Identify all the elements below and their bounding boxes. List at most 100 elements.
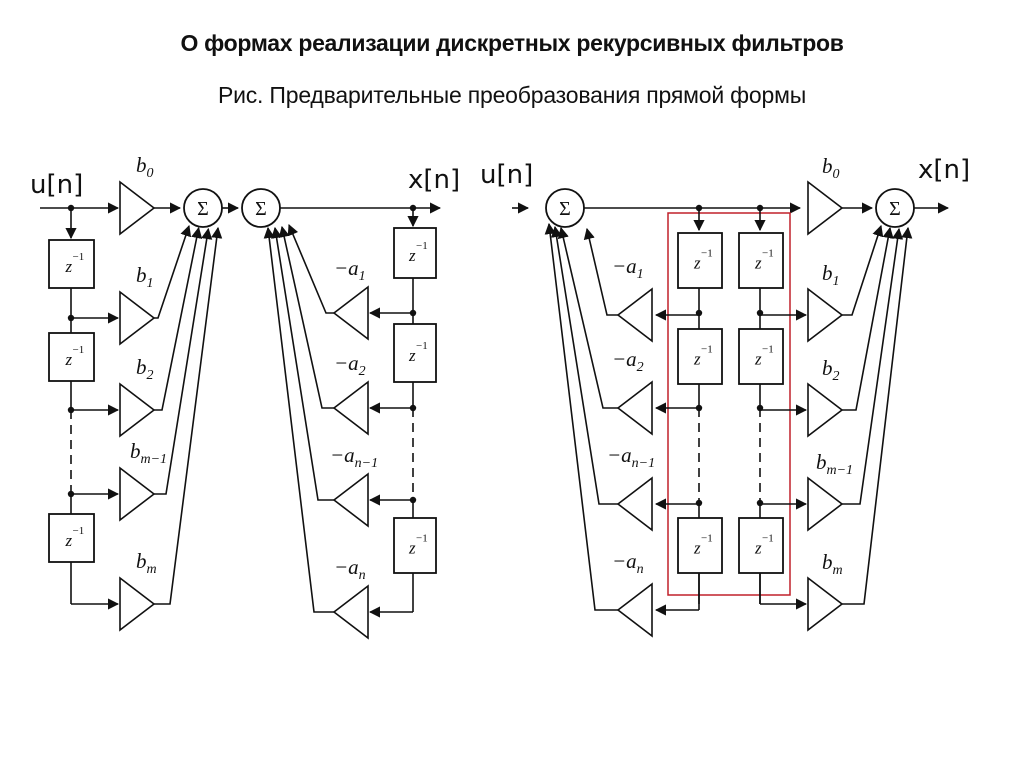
feedforward-sum-wire bbox=[154, 226, 203, 411]
delay-exponent: −1 bbox=[416, 240, 428, 252]
delay-block: z−1 bbox=[738, 517, 784, 574]
feedforward-gain-label: bm bbox=[136, 549, 157, 577]
feedback-gain-label: −a2 bbox=[334, 351, 366, 379]
delay-exponent: −1 bbox=[762, 533, 774, 545]
delay-box bbox=[738, 232, 784, 289]
summer-circle bbox=[241, 188, 281, 228]
gain-amplifier bbox=[119, 466, 156, 522]
delay-box bbox=[393, 323, 437, 383]
delay-box bbox=[48, 332, 95, 382]
feedforward-gain-label: b0 bbox=[822, 154, 840, 182]
summer-node: Σ bbox=[183, 188, 223, 228]
feedforward-sum-wire bbox=[154, 227, 213, 495]
delay-block: z−1 bbox=[738, 232, 784, 289]
delay-block: z−1 bbox=[393, 323, 437, 383]
delay-box bbox=[677, 232, 723, 289]
delay-label: z bbox=[408, 246, 416, 265]
delay-box bbox=[677, 517, 723, 574]
gain-amplifier bbox=[332, 584, 369, 640]
delay-label: z bbox=[693, 254, 701, 273]
gain-amplifier bbox=[332, 285, 369, 341]
summer-node: Σ bbox=[545, 188, 585, 228]
slide-title: О формах реализации дискретных рекурсивн… bbox=[180, 30, 844, 56]
feedback-gain-label: −a2 bbox=[612, 347, 644, 375]
sigma-symbol: Σ bbox=[255, 198, 267, 220]
gain-amplifier bbox=[807, 576, 844, 632]
feedforward-sum-wire bbox=[842, 227, 904, 505]
sigma-symbol: Σ bbox=[889, 198, 901, 220]
feedforward-sum-wire bbox=[842, 226, 913, 605]
feedforward-gain-label: bm−1 bbox=[130, 439, 167, 467]
feedforward-sum-wire bbox=[842, 224, 884, 316]
gain-amplifier bbox=[807, 476, 844, 532]
summer-circle bbox=[545, 188, 585, 228]
delay-label: z bbox=[693, 350, 701, 369]
output-signal-label: x[n] bbox=[918, 155, 970, 185]
delay-box bbox=[677, 328, 723, 385]
delay-label: z bbox=[408, 539, 416, 558]
gain-amplifier bbox=[119, 180, 156, 236]
delay-box bbox=[48, 513, 95, 563]
input-signal-label: u[n] bbox=[480, 160, 533, 190]
delay-exponent: −1 bbox=[73, 525, 85, 537]
delay-label: z bbox=[754, 254, 762, 273]
feedforward-gain-label: b2 bbox=[822, 356, 840, 384]
gain-amplifier bbox=[119, 290, 156, 346]
feedforward-gain-label: b1 bbox=[136, 263, 154, 291]
feedback-sum-wire bbox=[557, 226, 618, 409]
feedforward-gain-label: b2 bbox=[136, 355, 154, 383]
figure-caption: Рис. Предварительные преобразования прям… bbox=[217, 82, 807, 108]
gain-amplifier bbox=[119, 576, 156, 632]
gain-amplifier bbox=[332, 380, 369, 436]
delay-block: z−1 bbox=[393, 227, 437, 279]
sigma-symbol: Σ bbox=[197, 198, 209, 220]
delay-label: z bbox=[754, 539, 762, 558]
gain-amplifier bbox=[616, 476, 653, 532]
output-signal-label: x[n] bbox=[408, 165, 460, 195]
delay-exponent: −1 bbox=[416, 340, 428, 352]
delay-block: z−1 bbox=[677, 232, 723, 289]
delay-exponent: −1 bbox=[762, 248, 774, 260]
sigma-symbol: Σ bbox=[559, 198, 571, 220]
delay-box bbox=[393, 517, 437, 574]
gain-amplifier bbox=[119, 382, 156, 438]
feedback-gain-label: −an bbox=[334, 555, 366, 583]
delay-block: z−1 bbox=[677, 328, 723, 385]
feedback-gain-label: −an−1 bbox=[607, 443, 655, 471]
feedback-sum-wire bbox=[583, 227, 618, 316]
gain-amplifier bbox=[616, 582, 653, 638]
highlight-frame bbox=[667, 212, 791, 596]
gain-amplifier bbox=[616, 380, 653, 436]
delay-block: z−1 bbox=[677, 517, 723, 574]
gain-amplifier bbox=[807, 287, 844, 343]
feedback-sum-wire bbox=[263, 226, 334, 613]
feedback-sum-wire bbox=[551, 225, 618, 505]
feedforward-sum-wire bbox=[842, 226, 894, 411]
delay-label: z bbox=[65, 531, 73, 550]
feedback-sum-wire bbox=[278, 225, 334, 409]
delay-exponent: −1 bbox=[73, 251, 85, 263]
input-signal-label: u[n] bbox=[30, 170, 83, 200]
delay-label: z bbox=[65, 350, 73, 369]
delay-block: z−1 bbox=[738, 328, 784, 385]
summer-circle bbox=[183, 188, 223, 228]
gain-amplifier bbox=[807, 180, 844, 236]
feedforward-gain-label: b1 bbox=[822, 261, 840, 289]
delay-exponent: −1 bbox=[701, 533, 713, 545]
feedback-gain-label: −an bbox=[612, 549, 644, 577]
delay-box bbox=[48, 239, 95, 289]
gain-amplifier bbox=[807, 382, 844, 438]
feedback-sum-wire bbox=[271, 226, 334, 501]
delay-label: z bbox=[408, 346, 416, 365]
feedback-gain-label: −a1 bbox=[334, 256, 366, 284]
feedback-gain-label: −a1 bbox=[612, 254, 644, 282]
delay-exponent: −1 bbox=[701, 344, 713, 356]
delay-block: z−1 bbox=[48, 513, 95, 563]
delay-exponent: −1 bbox=[701, 248, 713, 260]
delay-label: z bbox=[65, 257, 73, 276]
feedforward-sum-wire bbox=[154, 224, 192, 319]
summer-node: Σ bbox=[875, 188, 915, 228]
delay-block: z−1 bbox=[393, 517, 437, 574]
delay-label: z bbox=[693, 539, 701, 558]
